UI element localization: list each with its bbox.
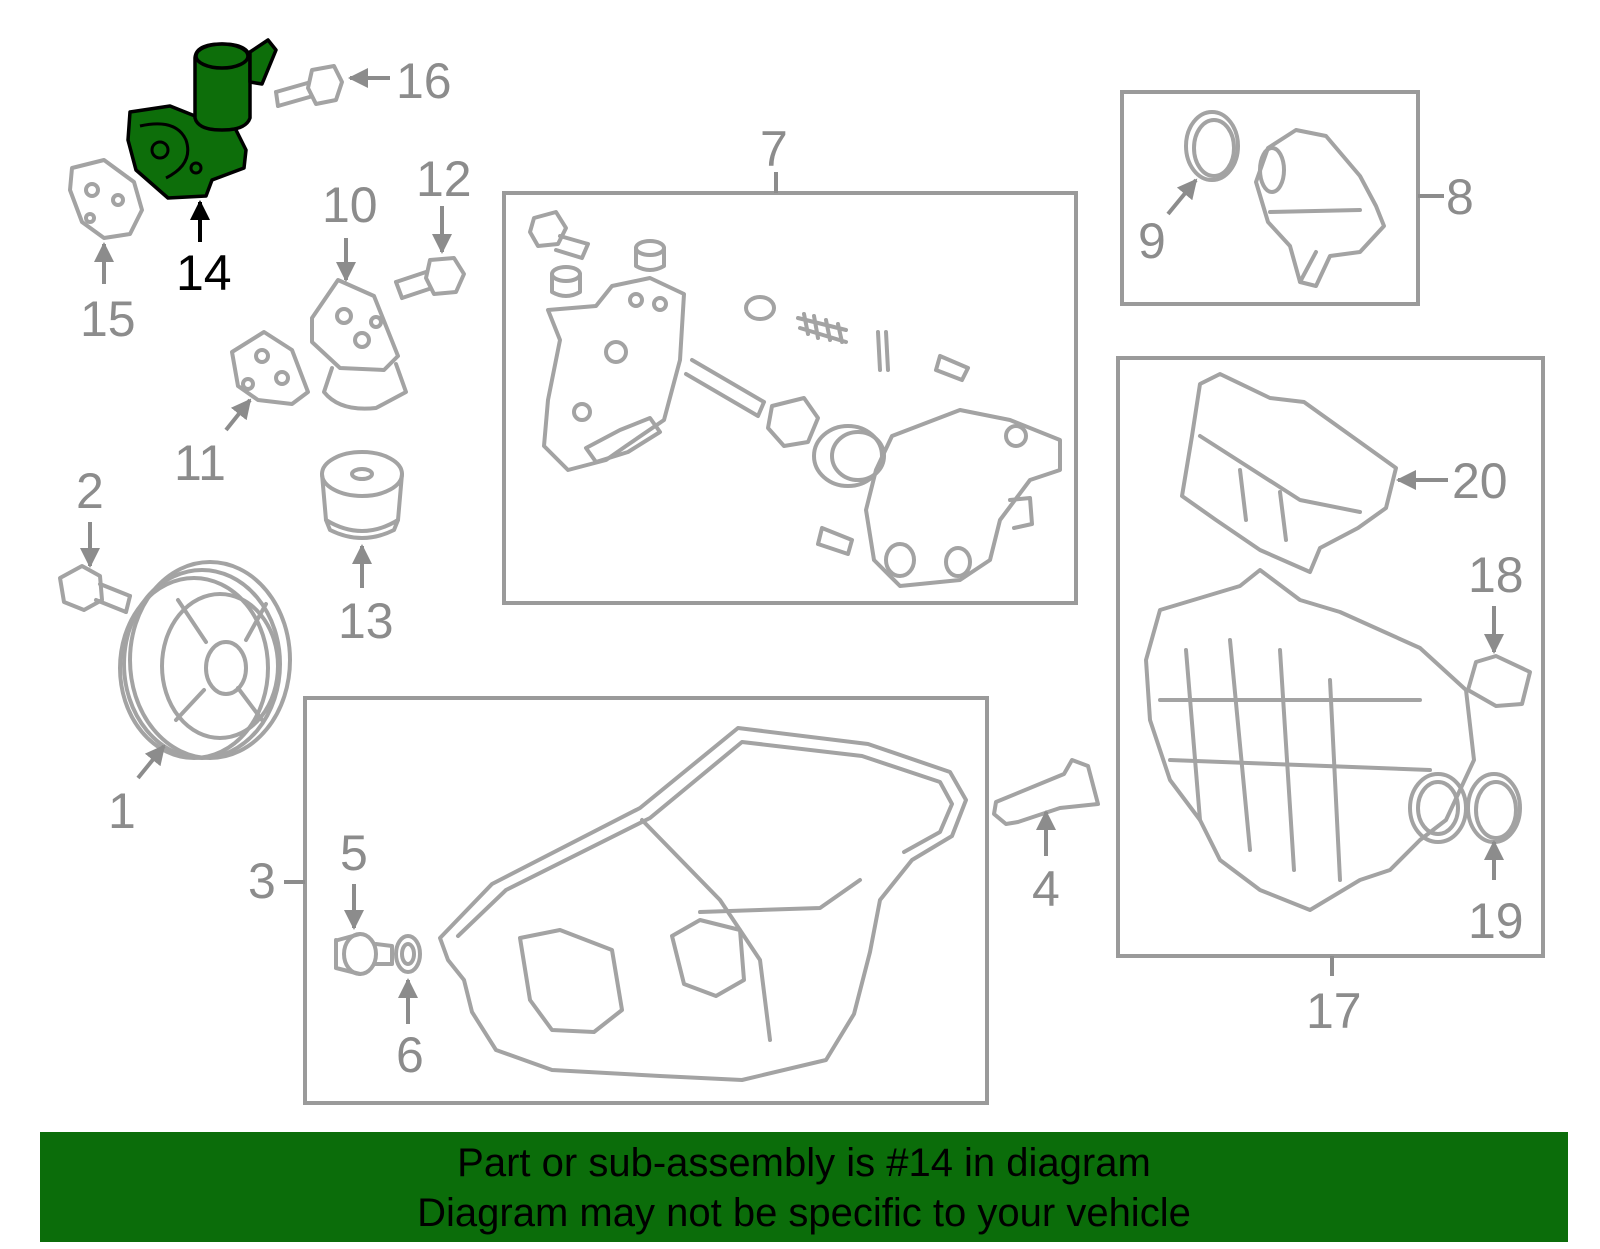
part-7-oil-pump-assembly[interactable]: [528, 210, 1062, 588]
part-18-sensor[interactable]: [1466, 654, 1532, 708]
callout-8[interactable]: 8: [1446, 169, 1474, 225]
callout-7[interactable]: 7: [760, 121, 788, 177]
box-intake-manifold: [1116, 356, 1545, 958]
part-19-gasket[interactable]: [1466, 772, 1522, 844]
callout-20[interactable]: 20: [1452, 453, 1508, 509]
callout-3[interactable]: 3: [248, 853, 276, 909]
callout-numbers: 16 14 15 10 12 11 13 2 1 7 8 9 20 18 19 …: [76, 53, 1524, 1083]
box-oil-pump-assembly: [502, 191, 1078, 605]
part-11-gasket[interactable]: [230, 330, 310, 406]
part-15-gasket[interactable]: [68, 158, 144, 240]
part-20-manifold-cover[interactable]: [1180, 372, 1398, 574]
callout-14[interactable]: 14: [176, 245, 232, 301]
leader-lines: [80, 68, 1504, 1024]
callout-11[interactable]: 11: [174, 435, 226, 491]
part-14-oil-control-valve[interactable]: [126, 38, 278, 200]
callout-15[interactable]: 15: [80, 291, 136, 347]
part-5-drain-plug[interactable]: [334, 932, 394, 976]
callout-19[interactable]: 19: [1468, 893, 1524, 949]
part-3-oil-pan[interactable]: [438, 726, 968, 1082]
callout-10[interactable]: 10: [322, 177, 378, 233]
callout-16[interactable]: 16: [396, 53, 452, 109]
callout-13[interactable]: 13: [338, 593, 394, 649]
part-8-thermostat-housing[interactable]: [1254, 128, 1386, 288]
part-9-seal[interactable]: [1184, 110, 1240, 182]
part-16-bolt[interactable]: [274, 64, 344, 108]
banner-line-part: Part or sub-assembly is #14 in diagram: [457, 1141, 1151, 1185]
part-4-dipstick-tube[interactable]: [992, 758, 1100, 826]
callout-4[interactable]: 4: [1032, 861, 1060, 917]
info-banner: Part or sub-assembly is #14 in diagram D…: [40, 1132, 1568, 1242]
callout-6[interactable]: 6: [396, 1027, 424, 1083]
callout-12[interactable]: 12: [416, 151, 472, 207]
callout-17[interactable]: 17: [1306, 983, 1362, 1039]
part-17-intake-manifold[interactable]: [1144, 568, 1476, 912]
box-oil-pan: [303, 696, 989, 1105]
part-2-bolt[interactable]: [58, 564, 132, 614]
callout-18[interactable]: 18: [1468, 547, 1524, 603]
part-12-bolt[interactable]: [394, 256, 466, 300]
banner-line-disclaimer: Diagram may not be specific to your vehi…: [417, 1191, 1191, 1235]
callout-1[interactable]: 1: [108, 783, 136, 839]
part-6-washer[interactable]: [394, 934, 422, 974]
callout-2[interactable]: 2: [76, 463, 104, 519]
part-1-crank-pulley[interactable]: [118, 560, 292, 760]
part-10-oil-filter-adapter[interactable]: [310, 278, 408, 411]
part-13-oil-filter[interactable]: [320, 450, 404, 540]
callout-5[interactable]: 5: [340, 825, 368, 881]
callout-9[interactable]: 9: [1138, 213, 1166, 269]
